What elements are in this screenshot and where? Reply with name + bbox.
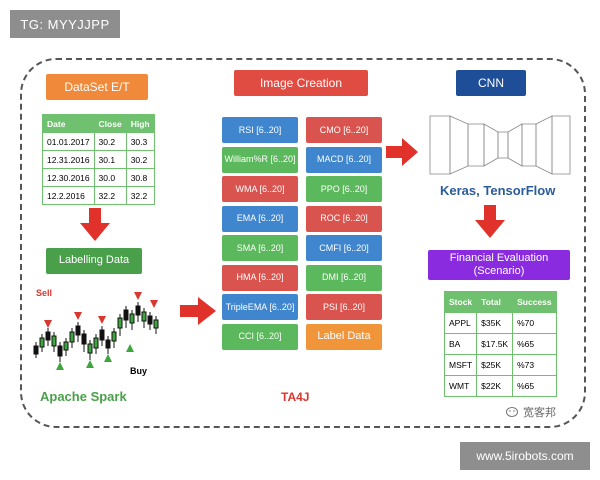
table-cell: 30.8 xyxy=(125,168,155,187)
dataset-header-date: Date xyxy=(42,114,95,133)
evaluation-table: Stock Total Success APPL $35K %70 BA $17… xyxy=(443,291,557,397)
indicator-box: CMFI [6..20] xyxy=(306,235,382,261)
dataset-header-high: High xyxy=(125,114,155,133)
table-cell: 12.31.2016 xyxy=(42,150,95,169)
dataset-title: DataSet E/T xyxy=(46,74,148,100)
dataset-header-close: Close xyxy=(93,114,127,133)
table-cell: 01.01.2017 xyxy=(42,132,95,151)
table-cell: $17.5K xyxy=(476,333,514,355)
watermark-brand-text: 宽客邦 xyxy=(523,407,556,419)
candlestick-chart-icon xyxy=(33,292,159,370)
indicator-box: CCI [6..20] xyxy=(222,323,298,350)
arrow-down-icon xyxy=(80,208,110,241)
evaluation-title-line1: Financial Evaluation xyxy=(449,251,549,264)
pipeline-frame xyxy=(20,58,586,428)
image-creation-title: Image Creation xyxy=(234,70,368,96)
dataset-table: Date Close High 01.01.2017 30.2 30.3 12.… xyxy=(42,114,155,205)
table-cell: WMT xyxy=(443,375,478,397)
arrow-right-icon xyxy=(386,138,418,166)
indicator-box: ROC [6..20] xyxy=(306,205,382,232)
table-row: 12.31.2016 30.1 30.2 xyxy=(42,150,155,169)
ta4j-label: TA4J xyxy=(281,390,310,404)
table-cell: 30.0 xyxy=(93,168,127,187)
table-cell: 12.2.2016 xyxy=(42,186,95,205)
labelling-title: Labelling Data xyxy=(46,248,142,274)
framework-label: Keras, TensorFlow xyxy=(440,183,556,198)
watermark-brand: 宽客邦 xyxy=(506,404,556,420)
arrow-down-icon xyxy=(475,205,505,238)
indicator-box: DMI [6..20] xyxy=(306,264,382,291)
table-row: WMT $22K %65 xyxy=(443,375,557,397)
indicator-box: HMA [6..20] xyxy=(222,264,298,291)
indicator-box: RSI [6..20] xyxy=(222,117,298,143)
table-cell: 30.2 xyxy=(93,132,127,151)
table-row: 12.2.2016 32.2 32.2 xyxy=(42,186,155,205)
table-row: MSFT $25K %73 xyxy=(443,354,557,376)
table-cell: 32.2 xyxy=(93,186,127,205)
spark-label: Apache Spark xyxy=(40,389,127,404)
indicator-box: TripleEMA [6..20] xyxy=(222,294,298,320)
indicator-box: PPO [6..20] xyxy=(306,176,382,202)
cnn-network-icon xyxy=(429,115,571,175)
table-row: 12.30.2016 30.0 30.8 xyxy=(42,168,155,187)
cnn-title: CNN xyxy=(456,70,526,96)
indicator-box: William%R [6..20] xyxy=(222,146,298,173)
table-row: APPL $35K %70 xyxy=(443,312,557,334)
indicator-box: EMA [6..20] xyxy=(222,205,298,232)
evaluation-header-success: Success xyxy=(512,291,557,313)
table-cell: 30.2 xyxy=(125,150,155,169)
table-row: 01.01.2017 30.2 30.3 xyxy=(42,132,155,151)
table-cell: %65 xyxy=(512,333,557,355)
arrow-right-icon xyxy=(180,297,216,325)
indicator-box: Label Data xyxy=(306,323,382,350)
table-cell: 30.1 xyxy=(93,150,127,169)
tag-label: TG: MYYJJPP xyxy=(10,10,120,38)
evaluation-title: Financial Evaluation (Scenario) xyxy=(428,250,570,280)
dataset-header-row: Date Close High xyxy=(42,114,155,133)
indicator-box: PSI [6..20] xyxy=(306,294,382,320)
indicator-box: WMA [6..20] xyxy=(222,176,298,202)
indicator-box: SMA [6..20] xyxy=(222,235,298,261)
table-cell: 32.2 xyxy=(125,186,155,205)
table-cell: %73 xyxy=(512,354,557,376)
sell-label: Sell xyxy=(36,288,53,298)
buy-label: Buy xyxy=(130,366,148,376)
table-cell: $25K xyxy=(476,354,514,376)
evaluation-header-row: Stock Total Success xyxy=(443,291,557,313)
table-cell: 30.3 xyxy=(125,132,155,151)
table-cell: MSFT xyxy=(443,354,478,376)
table-row: BA $17.5K %65 xyxy=(443,333,557,355)
table-cell: %65 xyxy=(512,375,557,397)
table-cell: APPL xyxy=(443,312,478,334)
table-cell: %70 xyxy=(512,312,557,334)
table-cell: 12.30.2016 xyxy=(42,168,95,187)
evaluation-header-total: Total xyxy=(476,291,514,313)
wechat-icon xyxy=(506,407,518,417)
evaluation-title-line2: (Scenario) xyxy=(473,265,525,277)
table-cell: $22K xyxy=(476,375,514,397)
watermark-url: www.5irobots.com xyxy=(460,442,590,470)
table-cell: $35K xyxy=(476,312,514,334)
indicator-box: MACD [6..20] xyxy=(306,146,382,173)
table-cell: BA xyxy=(443,333,478,355)
evaluation-header-stock: Stock xyxy=(443,291,478,313)
indicator-box: CMO [6..20] xyxy=(306,117,382,143)
